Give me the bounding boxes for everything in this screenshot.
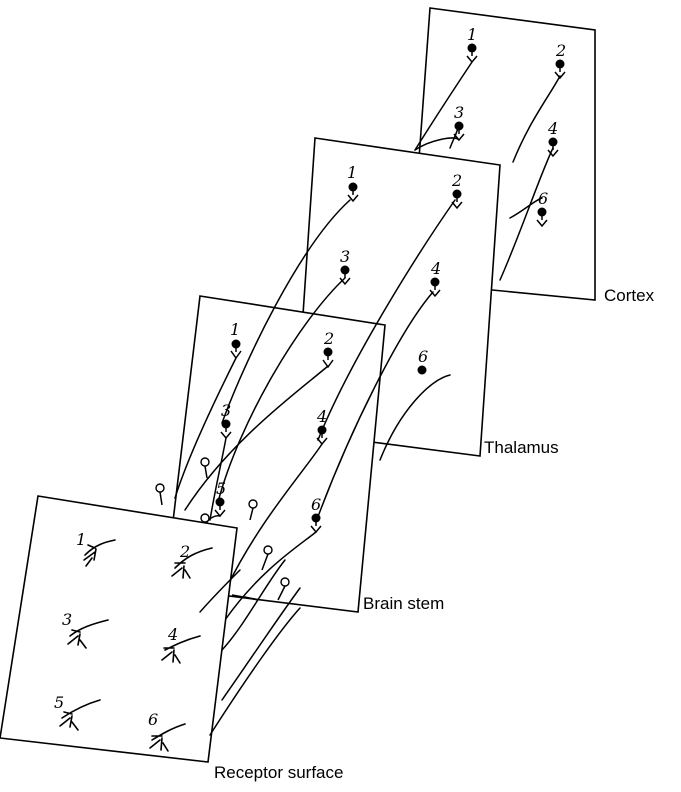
- thalamus-neuron-1: [348, 182, 358, 192]
- receptor-number-3: 3: [62, 610, 72, 629]
- brainstem-number-1: 1: [230, 320, 240, 339]
- cortex-label: Cortex: [604, 286, 655, 305]
- cortex-neuron-6: [537, 207, 547, 217]
- thalamus-number-1: 1: [347, 163, 357, 182]
- receptor-number-1: 1: [76, 530, 86, 549]
- receptor-surface-label: Receptor surface: [214, 763, 343, 782]
- cortex-neurons: [414, 43, 566, 228]
- receptor-number-2: 2: [179, 542, 190, 561]
- brainstem-number-3: 3: [221, 401, 231, 420]
- thalamus-neuron-6: [417, 365, 427, 375]
- cortex-neuron-4: [548, 137, 558, 147]
- receptor-surface-panel: [0, 495, 238, 763]
- receptor-number-4: 4: [167, 625, 178, 644]
- thalamus-neuron-3: [340, 265, 350, 275]
- thalamus-number-2: 2: [451, 171, 462, 190]
- cortex-number-2: 2: [555, 41, 566, 60]
- thalamus-neurons: [339, 182, 463, 375]
- cortex-neuron-3: [454, 121, 464, 131]
- thalamus-label: Thalamus: [484, 438, 559, 457]
- brainstem-number-6: 6: [311, 495, 321, 514]
- brain-stem-label: Brain stem: [363, 594, 444, 613]
- thalamus-number-4: 4: [430, 259, 441, 278]
- brainstem-neuron-3: [221, 419, 231, 429]
- receptor-number-5: 5: [54, 693, 64, 712]
- thalamus-neuron-2: [452, 189, 462, 199]
- brainstem-number-2: 2: [323, 329, 334, 348]
- brainstem-neuron-2: [323, 347, 333, 357]
- brainstem-neuron-4: [317, 425, 327, 435]
- brain-stem-neurons: [155, 339, 334, 621]
- cortex-neuron-1: [467, 43, 477, 53]
- thalamus-number-3: 3: [340, 247, 350, 266]
- thalamus-to-cortex-fibers: [414, 61, 561, 281]
- cortex-number-6: 6: [538, 189, 548, 208]
- brainstem-to-thalamus-fibers: [217, 199, 456, 523]
- receptor-number-6: 6: [148, 710, 158, 729]
- neuron-number-labels: 1 2 3 4 6 1 2 3 4 6 1 2 3 4 5 6 1 2 3 4 …: [54, 25, 566, 729]
- cortex-number-3: 3: [454, 103, 464, 122]
- thalamus-number-6: 6: [418, 347, 428, 366]
- brainstem-neuron-5: [215, 497, 225, 507]
- brainstem-neuron-6: [311, 513, 321, 523]
- brainstem-number-4: 4: [316, 407, 327, 426]
- cortex-number-1: 1: [467, 25, 477, 44]
- thalamus-neuron-4: [430, 277, 440, 287]
- brainstem-neuron-1: [231, 339, 241, 349]
- cortex-neuron-2: [555, 59, 565, 69]
- cortex-number-4: 4: [547, 119, 558, 138]
- brainstem-number-5: 5: [216, 479, 226, 498]
- receptor-to-brainstem-fibers: [199, 559, 301, 736]
